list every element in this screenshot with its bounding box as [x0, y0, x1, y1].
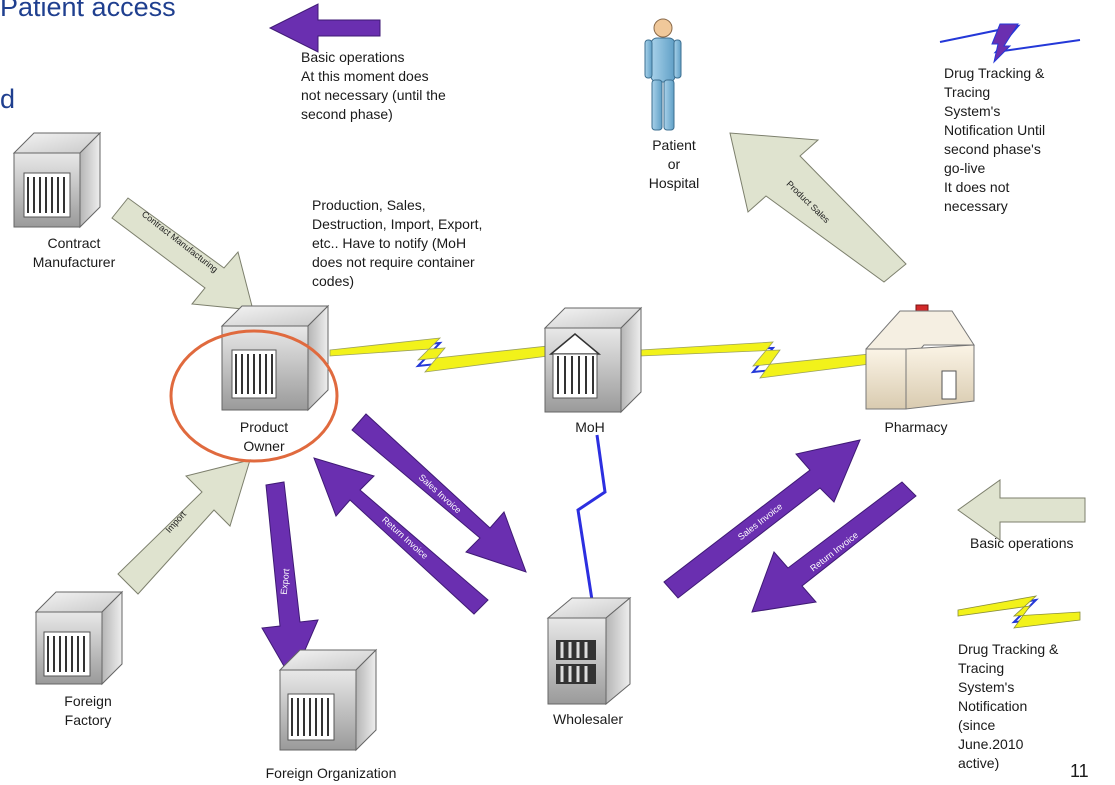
note-line: System's — [958, 679, 1015, 695]
note-line: active) — [958, 755, 1000, 771]
note-line: Tracing — [944, 84, 991, 100]
arrow-import — [117, 459, 251, 595]
note-production: Production, Sales, Destruction, Import, … — [312, 196, 482, 291]
label-contract-manufacturer: Contract Manufacturer — [14, 234, 134, 272]
building-foreign-factory-icon — [34, 590, 124, 686]
note-line: (since — [958, 717, 996, 733]
building-wholesaler-icon — [546, 596, 632, 706]
label-line: Product — [239, 419, 289, 435]
arrow-contract-manufacturing — [111, 197, 254, 311]
label-moh: MoH — [575, 419, 605, 435]
lightning-moh-wholesaler — [576, 434, 607, 601]
building-product-owner-icon — [220, 304, 330, 412]
page-number: 11 — [1070, 761, 1089, 781]
building-foreign-organization-icon — [278, 648, 378, 752]
note-line: June.2010 — [958, 736, 1024, 752]
note-line: Production, Sales, — [312, 197, 426, 213]
label-line: Manufacturer — [32, 254, 116, 270]
note-line: etc.. Have to notify (MoH — [312, 235, 467, 251]
slide-title-fragment: d — [0, 84, 16, 114]
note-line: second phase) — [301, 106, 393, 122]
label-product-owner: Product Owner — [214, 418, 314, 456]
note-line: Tracing — [958, 660, 1005, 676]
slide-title: Patient access — [0, 0, 176, 22]
label-line: Owner — [243, 438, 285, 454]
note-basic-operations-top: Basic operations At this moment does not… — [301, 48, 446, 124]
note-line: At this moment does — [301, 68, 429, 84]
note-line: It does not — [944, 179, 1010, 195]
note-line: not necessary (until the — [301, 87, 446, 103]
label-line: Patient — [652, 137, 696, 153]
building-moh-icon — [543, 306, 643, 414]
note-tracking-bottom: Drug Tracking & Tracing System's Notific… — [958, 640, 1058, 773]
note-line: necessary — [944, 198, 1008, 214]
note-tracking-top: Drug Tracking & Tracing System's Notific… — [944, 64, 1045, 216]
lightning-moh-pharmacy — [639, 341, 871, 379]
label-line: Foreign — [64, 693, 112, 709]
note-line: Destruction, Import, Export, — [312, 216, 483, 232]
arrow-basic-ops-top — [268, 3, 381, 53]
label-line: Hospital — [648, 175, 700, 191]
label-export: Export — [279, 568, 292, 595]
label-sales-invoice-po: Sales Invoice — [417, 472, 463, 515]
note-basic-operations-right: Basic operations — [970, 535, 1074, 551]
person-patient-icon — [644, 18, 682, 131]
arrow-return-invoice-po — [313, 457, 489, 615]
lightning-po-moh — [329, 337, 549, 373]
label-foreign-organization: Foreign Organization — [265, 765, 397, 781]
label-foreign-factory: Foreign Factory — [48, 692, 128, 730]
arrow-basic-ops-right — [957, 479, 1086, 541]
note-line: second phase's — [944, 141, 1041, 157]
label-return-invoice-po: Return Invoice — [380, 515, 430, 561]
label-pharmacy: Pharmacy — [884, 419, 948, 435]
note-line: Drug Tracking & — [958, 641, 1059, 657]
label-line: Contract — [47, 235, 101, 251]
house-pharmacy-icon — [865, 304, 975, 410]
note-line: go-live — [944, 160, 986, 176]
note-line: does not require container — [312, 254, 475, 270]
label-line: or — [667, 156, 681, 172]
label-wholesaler: Wholesaler — [552, 711, 624, 727]
label-patient: Patient or Hospital — [624, 136, 724, 193]
note-line: Notification — [958, 698, 1028, 714]
arrow-product-sales — [729, 132, 907, 283]
building-contract-manufacturer-icon — [12, 131, 102, 229]
highlight-circle — [169, 329, 339, 463]
label-line: Factory — [64, 712, 112, 728]
note-line: codes) — [312, 273, 355, 289]
note-line: Notification Until — [944, 122, 1046, 138]
note-line: Basic operations — [301, 49, 405, 65]
note-line: System's — [944, 103, 1001, 119]
arrow-sales-invoice-ph — [663, 439, 861, 599]
arrow-sales-invoice-po — [351, 413, 527, 573]
lightning-legend-top-icon — [939, 23, 1081, 64]
arrow-return-invoice-ph — [751, 481, 917, 613]
note-line: Drug Tracking & — [944, 65, 1045, 81]
lightning-legend-bottom-icon — [957, 595, 1081, 629]
